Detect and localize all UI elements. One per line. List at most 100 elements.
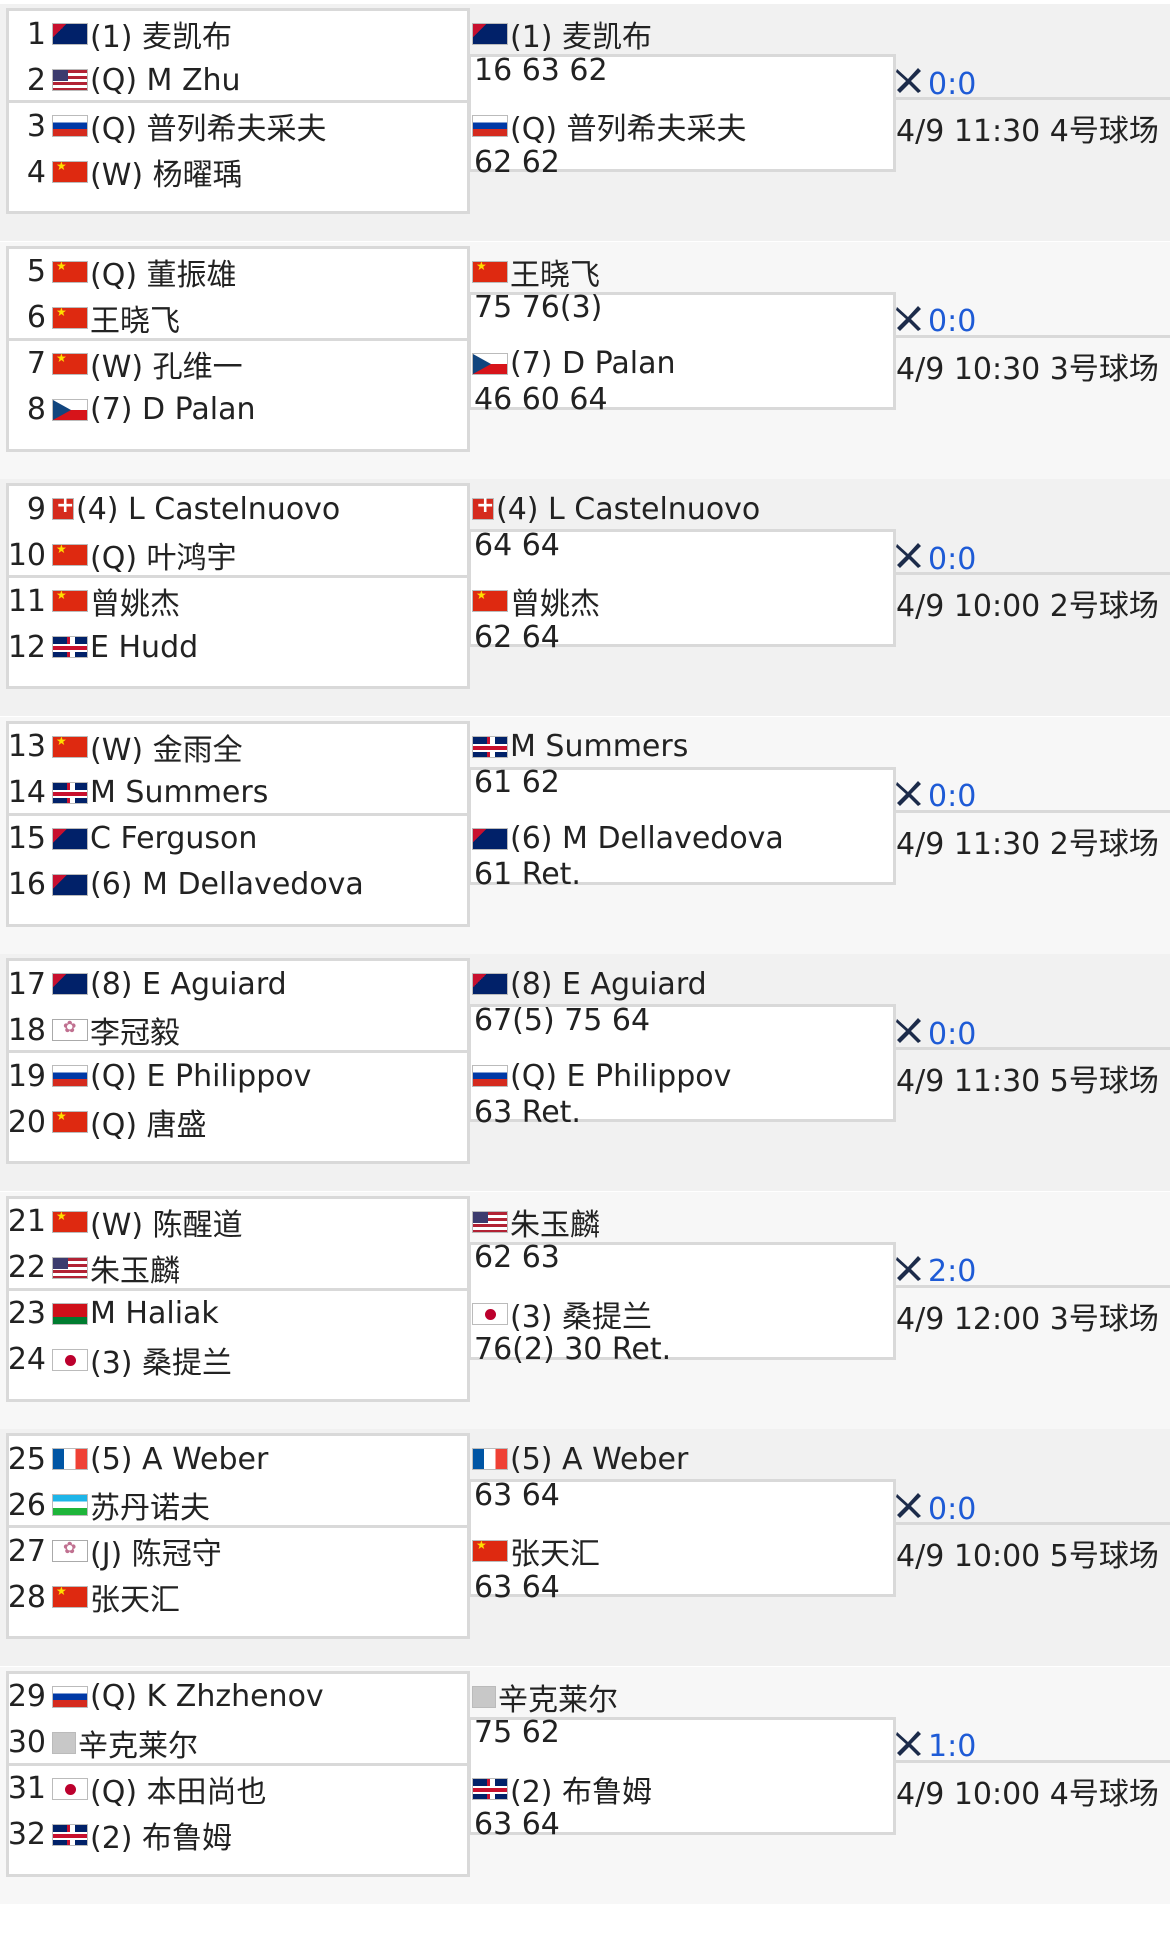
player-name[interactable]: (5) A Weber [510, 1441, 689, 1477]
second-round-player[interactable]: (5) A Weber [472, 1431, 688, 1487]
second-round-player[interactable]: (Q) E Philippov [472, 1048, 731, 1104]
player-row[interactable]: 31(Q) 本田尚也 [6, 1761, 267, 1817]
second-round-player[interactable]: (4) L Castelnuovo [472, 481, 760, 537]
player-name[interactable]: (4) L Castelnuovo [496, 491, 761, 527]
player-name[interactable]: 辛克莱尔 [78, 1728, 198, 1764]
player-name[interactable]: 朱玉麟 [510, 1207, 600, 1243]
player-row[interactable]: 11曾姚杰 [6, 573, 180, 629]
player-row[interactable]: 4(W) 杨曜瑀 [6, 144, 243, 200]
head-to-head[interactable]: 0:0 [894, 1487, 1170, 1531]
player-row[interactable]: 13(W) 金雨全 [6, 719, 243, 775]
second-round-player[interactable]: (2) 布鲁姆 [472, 1761, 652, 1817]
second-round-player[interactable]: 曾姚杰 [472, 573, 600, 629]
player-name[interactable]: (3) 桑提兰 [90, 1345, 233, 1381]
player-row[interactable]: 25(5) A Weber [6, 1431, 268, 1487]
player-row[interactable]: 17(8) E Aguiard [6, 956, 287, 1012]
player-name[interactable]: 辛克莱尔 [498, 1682, 618, 1718]
second-round-player[interactable]: (6) M Dellavedova [472, 811, 784, 867]
player-name[interactable]: (1) 麦凯布 [510, 20, 653, 55]
player-name[interactable]: (Q) 本田尚也 [90, 1774, 267, 1810]
player-name[interactable]: 曾姚杰 [90, 587, 180, 622]
player-row[interactable]: 20(Q) 唐盛 [6, 1094, 207, 1150]
head-to-head[interactable]: 2:0 [894, 1250, 1170, 1294]
player-row[interactable]: 3(Q) 普列希夫采夫 [6, 98, 327, 154]
player-row[interactable]: 28张天汇 [6, 1569, 180, 1625]
player-name[interactable]: 王晓飞 [510, 257, 600, 293]
player-name[interactable]: (6) M Dellavedova [90, 867, 364, 902]
head-to-head[interactable]: 0:0 [894, 1012, 1170, 1056]
player-row[interactable]: 19(Q) E Philippov [6, 1048, 312, 1104]
second-round-player[interactable]: 辛克莱尔 [472, 1669, 618, 1725]
player-name[interactable]: 李冠毅 [90, 1016, 180, 1051]
player-name[interactable]: (Q) 叶鸿宇 [90, 541, 237, 576]
player-name[interactable]: (Q) E Philippov [90, 1058, 312, 1094]
second-round-player[interactable]: 王晓飞 [472, 244, 600, 300]
player-row[interactable]: 21(W) 陈醒道 [6, 1194, 243, 1250]
player-name[interactable]: 朱玉麟 [90, 1253, 180, 1289]
second-round-player[interactable]: (3) 桑提兰 [472, 1286, 652, 1342]
player-name[interactable]: (J) 陈冠守 [90, 1537, 222, 1572]
player-name[interactable]: M Summers [510, 729, 689, 764]
player-name[interactable]: (Q) 董振雄 [90, 257, 237, 293]
player-name[interactable]: (2) 布鲁姆 [90, 1820, 233, 1856]
player-name[interactable]: (W) 孔维一 [90, 349, 243, 385]
player-name[interactable]: (Q) 唐盛 [90, 1108, 207, 1143]
player-name[interactable]: (Q) E Philippov [510, 1058, 732, 1094]
player-row[interactable]: 7(W) 孔维一 [6, 336, 243, 392]
player-row[interactable]: 5(Q) 董振雄 [6, 244, 237, 300]
player-row[interactable]: 32(2) 布鲁姆 [6, 1807, 232, 1863]
player-row[interactable]: 16(6) M Dellavedova [6, 857, 364, 913]
head-to-head[interactable]: 0:0 [894, 537, 1170, 581]
head-to-head[interactable]: 0:0 [894, 300, 1170, 344]
player-name[interactable]: E Hudd [90, 629, 199, 665]
player-name[interactable]: (W) 杨曜瑀 [90, 158, 243, 193]
player-row[interactable]: 24(3) 桑提兰 [6, 1332, 232, 1388]
player-row[interactable]: 2(Q) M Zhu [6, 52, 241, 108]
player-name[interactable]: (4) L Castelnuovo [76, 491, 341, 527]
player-name[interactable]: (6) M Dellavedova [510, 821, 784, 856]
player-row[interactable]: 18李冠毅 [6, 1002, 180, 1058]
player-name[interactable]: (7) D Palan [90, 392, 256, 427]
player-name[interactable]: (Q) K Zhzhenov [90, 1679, 324, 1714]
player-name[interactable]: (Q) 普列希夫采夫 [90, 112, 327, 147]
head-to-head[interactable]: 0:0 [894, 62, 1170, 106]
player-row[interactable]: 6王晓飞 [6, 290, 180, 346]
player-name[interactable]: 曾姚杰 [510, 587, 600, 622]
player-name[interactable]: 张天汇 [510, 1537, 600, 1572]
player-name[interactable]: (3) 桑提兰 [510, 1299, 653, 1335]
second-round-player[interactable]: (Q) 普列希夫采夫 [472, 98, 747, 154]
player-row[interactable]: 1(1) 麦凯布 [6, 6, 232, 62]
player-name[interactable]: (Q) M Zhu [90, 62, 241, 98]
player-name[interactable]: (W) 陈醒道 [90, 1207, 243, 1243]
second-round-player[interactable]: (8) E Aguiard [472, 956, 707, 1012]
player-row[interactable]: 27(J) 陈冠守 [6, 1523, 222, 1579]
player-name[interactable]: (8) E Aguiard [510, 966, 707, 1002]
player-name[interactable]: M Haliak [90, 1296, 219, 1331]
second-round-player[interactable]: M Summers [472, 719, 688, 775]
player-name[interactable]: (7) D Palan [510, 346, 676, 381]
player-name[interactable]: C Ferguson [90, 821, 258, 856]
player-name[interactable]: M Summers [90, 775, 269, 810]
player-name[interactable]: (2) 布鲁姆 [510, 1774, 653, 1810]
player-row[interactable]: 10(Q) 叶鸿宇 [6, 527, 237, 583]
player-name[interactable]: 张天汇 [90, 1583, 180, 1618]
player-name[interactable]: (8) E Aguiard [90, 966, 287, 1002]
player-row[interactable]: 29(Q) K Zhzhenov [6, 1669, 324, 1725]
player-name[interactable]: (5) A Weber [90, 1441, 269, 1477]
player-name[interactable]: (1) 麦凯布 [90, 20, 233, 55]
second-round-player[interactable]: 朱玉麟 [472, 1194, 600, 1250]
player-name[interactable]: 王晓飞 [90, 303, 180, 339]
second-round-player[interactable]: 张天汇 [472, 1523, 600, 1579]
head-to-head[interactable]: 1:0 [894, 1725, 1170, 1769]
second-round-player[interactable]: (1) 麦凯布 [472, 6, 652, 62]
head-to-head[interactable]: 0:0 [894, 775, 1170, 819]
player-row[interactable]: 8(7) D Palan [6, 382, 256, 438]
player-name[interactable]: 苏丹诺夫 [90, 1491, 210, 1526]
